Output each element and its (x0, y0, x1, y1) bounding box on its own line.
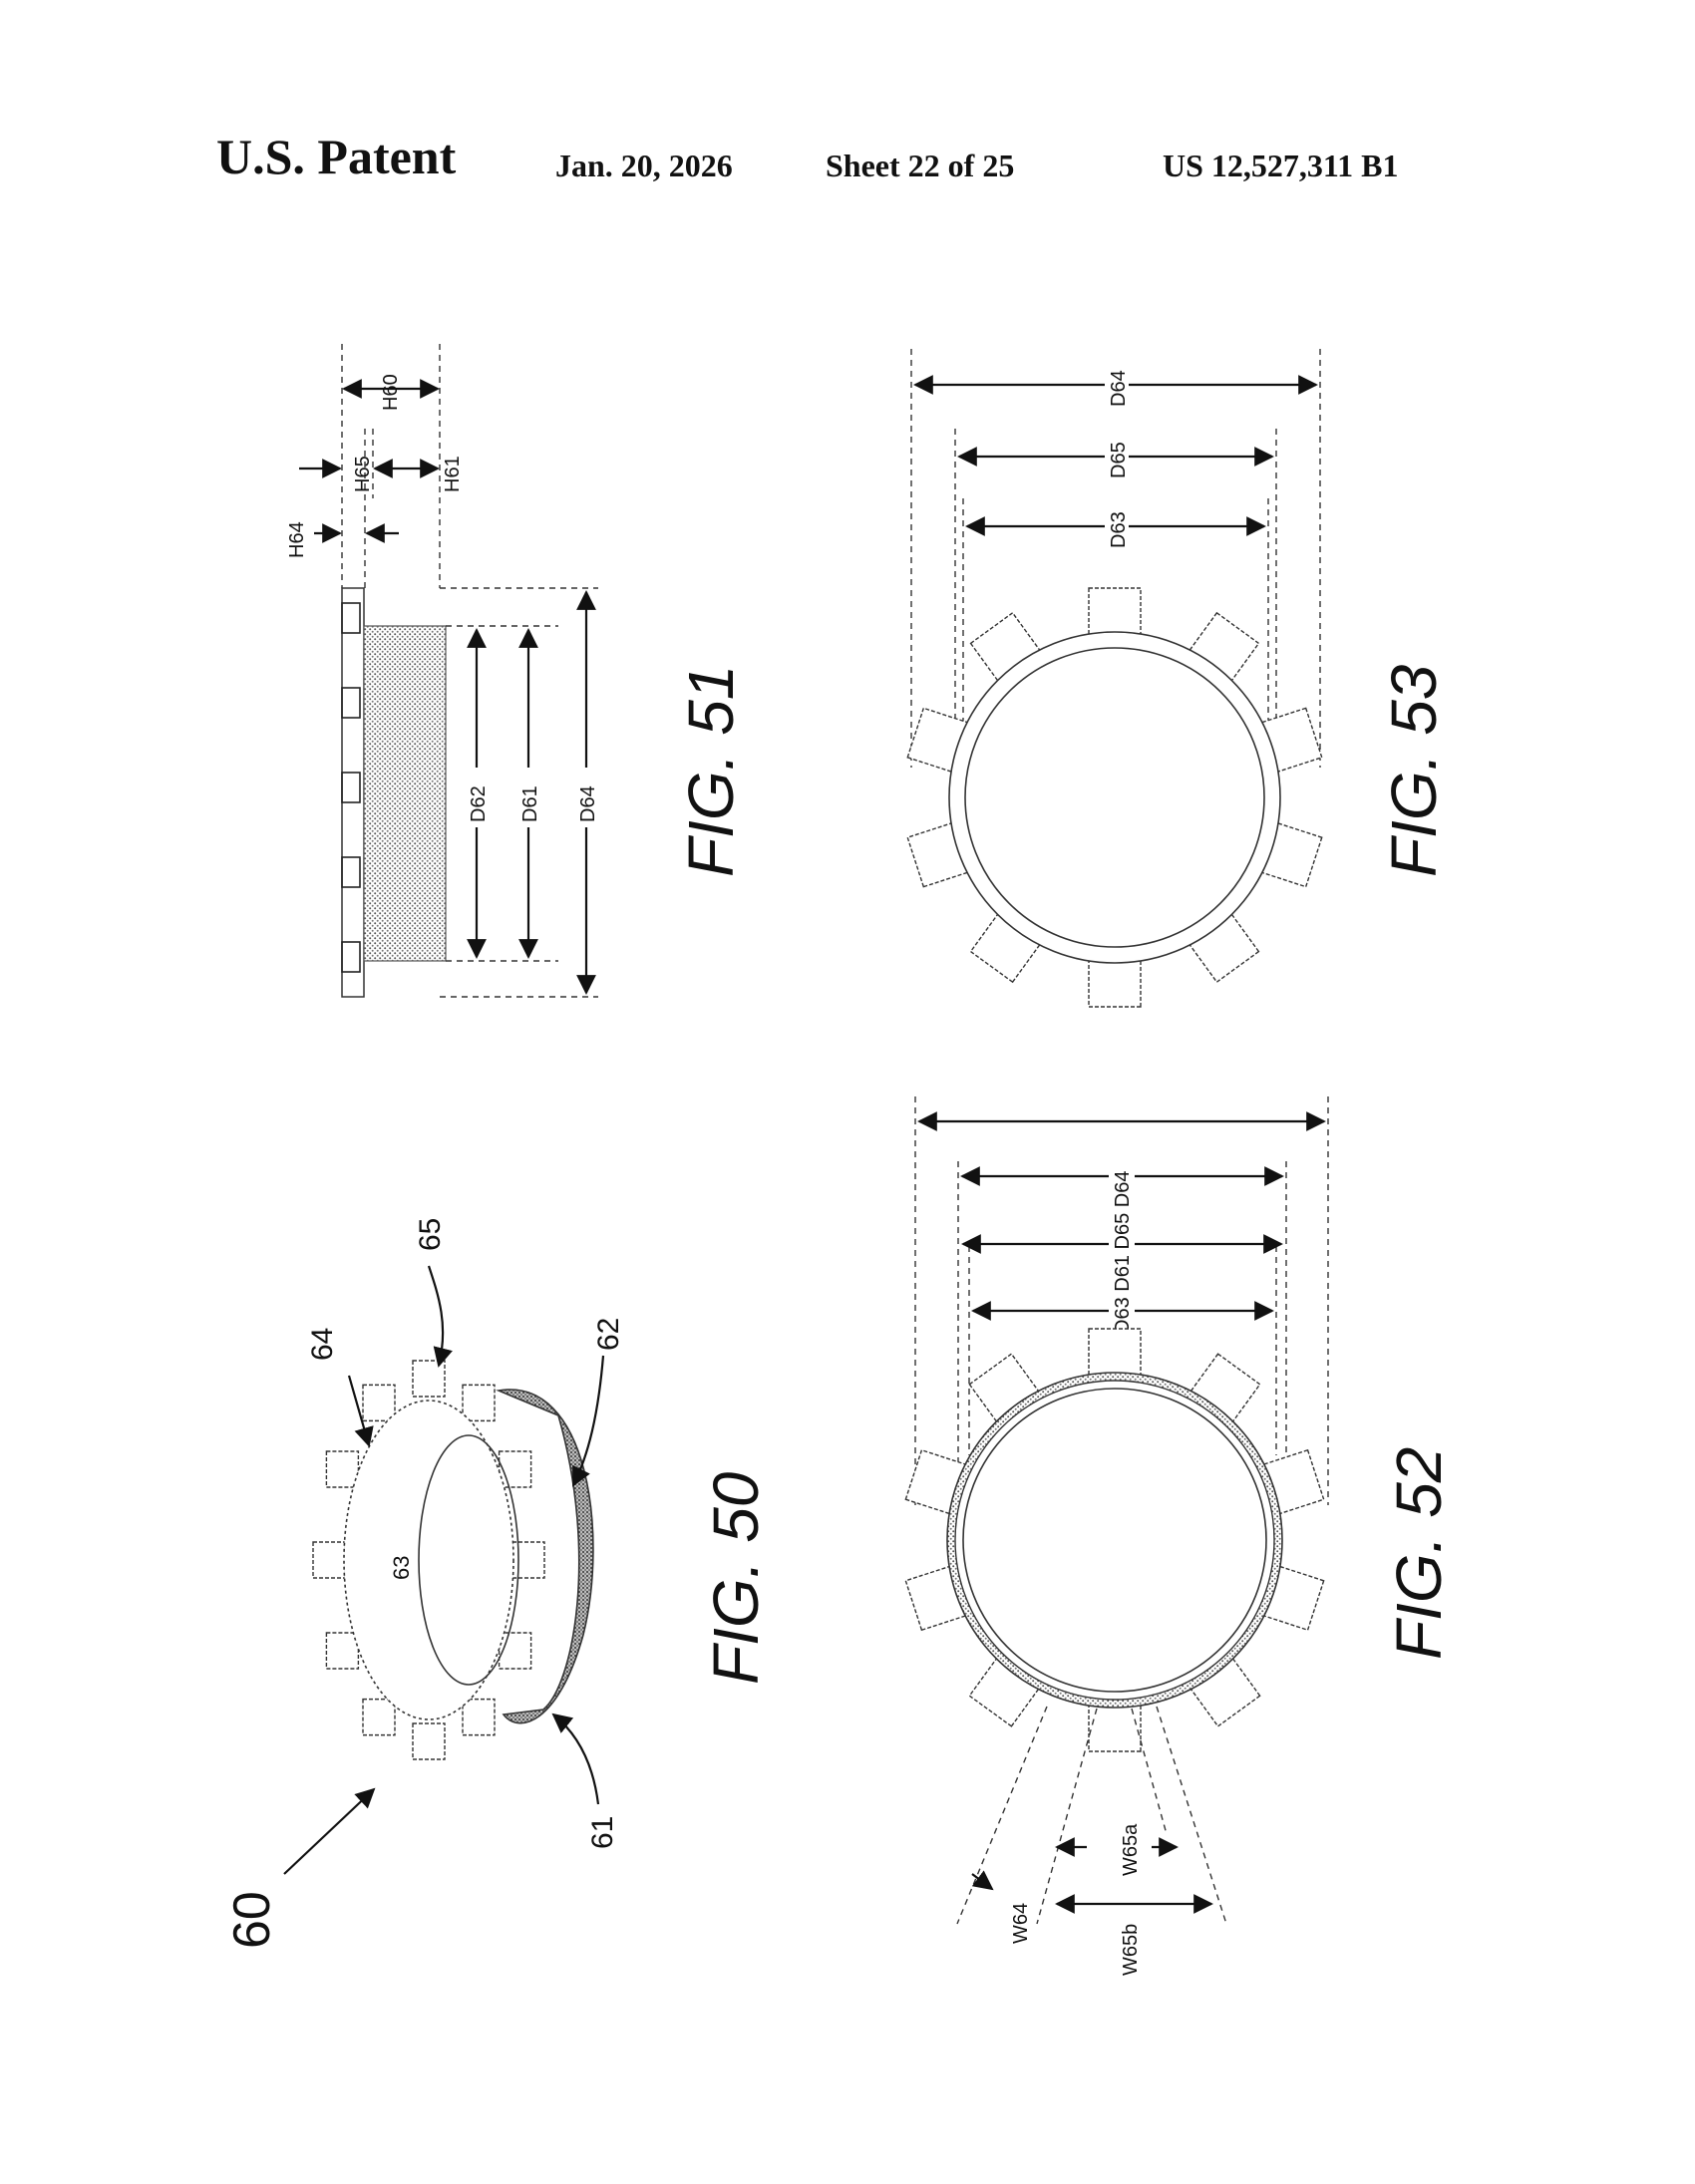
fig50-porous-layer (496, 1389, 594, 1724)
tab (312, 1541, 346, 1579)
fig53-ring-view: D64 D65 D63 FIG. 53 (906, 349, 1450, 1008)
fig50-ring-face (343, 1400, 514, 1720)
tab (498, 1632, 532, 1670)
dim-d63: D63 (1112, 1297, 1134, 1334)
page-header: U.S. Patent Jan. 20, 2026 Sheet 22 of 25… (0, 128, 1695, 187)
fig53-inner-bore (964, 647, 1265, 948)
fig51-porous-layer (363, 625, 447, 962)
ref-65: 65 (414, 1218, 447, 1251)
dim-d65: D65 (1112, 1213, 1134, 1250)
tab (412, 1360, 446, 1398)
dim-w64: W64 (1010, 1903, 1032, 1944)
tab (362, 1698, 396, 1736)
tab (362, 1384, 396, 1422)
dim-d63: D63 (1108, 511, 1130, 548)
dim-h64: H64 (286, 521, 308, 558)
fig50-bore (418, 1434, 519, 1686)
tab (511, 1541, 545, 1579)
fig53-caption: FIG. 53 (1378, 664, 1450, 877)
fig52-ring-view: D63 D61 D65 D64 W65a W65b W64 FIG. 52 (904, 1096, 1455, 1976)
fig50-caption: FIG. 50 (700, 1471, 772, 1685)
fig50-perspective-view: 63 64 65 62 61 60 FIG. 50 (223, 1218, 772, 1949)
dim-d64: D64 (1108, 370, 1130, 407)
tab (462, 1698, 496, 1736)
dim-h60: H60 (380, 374, 402, 411)
dim-d61: D61 (1112, 1255, 1134, 1292)
dim-w65b: W65b (1120, 1924, 1142, 1976)
svg-text:D63 D61: D63 D61 D65 D64 (1112, 1171, 1134, 1335)
fig52-inner-bore (962, 1388, 1267, 1693)
ref-63: 63 (389, 1556, 414, 1580)
tab (498, 1450, 532, 1488)
fig51-caption: FIG. 51 (675, 665, 747, 877)
dim-d61: D61 (519, 785, 541, 822)
dim-h65: H65 (352, 456, 374, 492)
tab (412, 1722, 446, 1760)
dim-w65a: W65a (1120, 1823, 1142, 1876)
ref-61: 61 (586, 1816, 619, 1849)
dim-d65: D65 (1108, 442, 1130, 478)
header-patent-number: US 12,527,311 B1 (1163, 148, 1399, 183)
tab (325, 1450, 360, 1488)
header-sheet: Sheet 22 of 25 (826, 148, 1015, 183)
dim-d64: D64 (577, 785, 599, 822)
ref-62: 62 (592, 1318, 625, 1351)
dim-d62: D62 (468, 785, 490, 822)
ref-64: 64 (306, 1328, 339, 1361)
dim-d64: D64 (1112, 1171, 1134, 1208)
dim-h61: H61 (442, 456, 464, 492)
header-date: Jan. 20, 2026 (555, 148, 733, 183)
ref-60: 60 (223, 1891, 281, 1949)
tab (462, 1384, 496, 1422)
header-title: U.S. Patent (216, 129, 457, 184)
fig52-caption: FIG. 52 (1383, 1447, 1455, 1660)
tab (325, 1632, 360, 1670)
fig50-tabs (312, 1360, 545, 1760)
fig51-side-view: H60 H65 H61 H64 D62 D61 D64 FIG. 5 (286, 344, 747, 998)
